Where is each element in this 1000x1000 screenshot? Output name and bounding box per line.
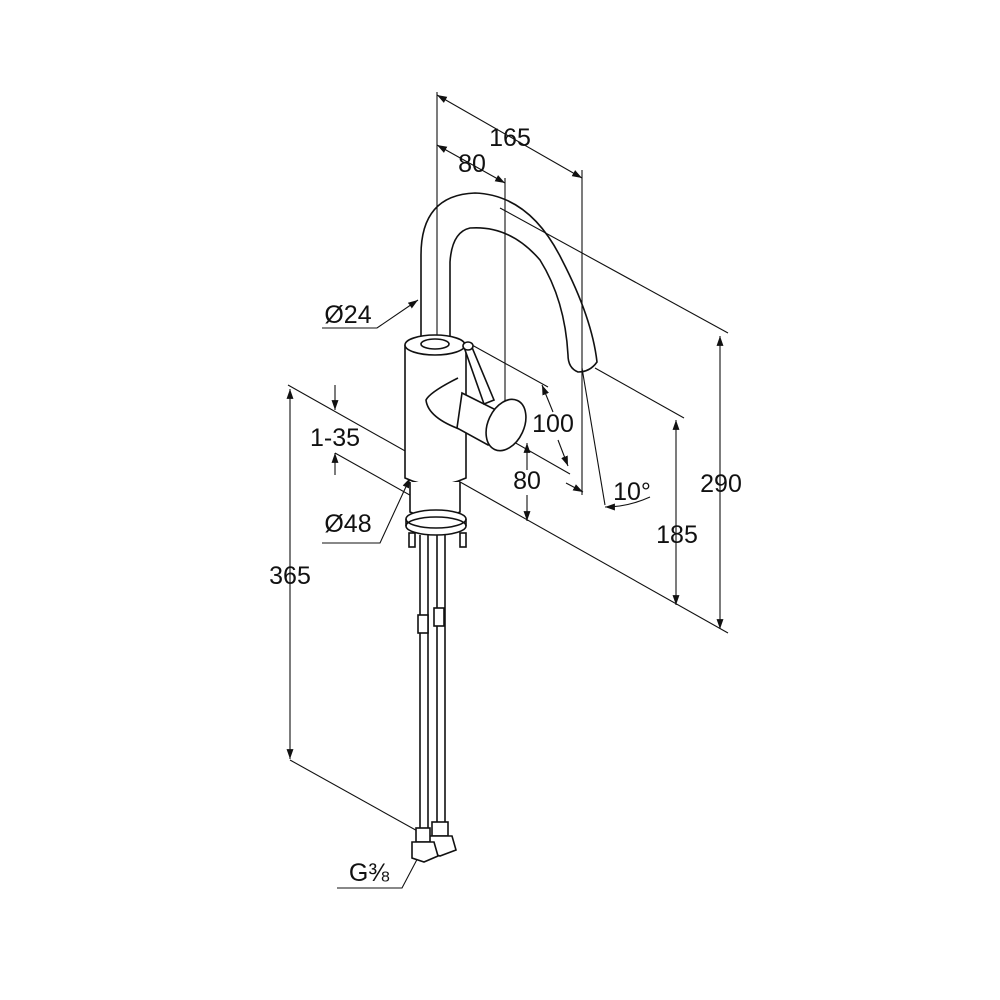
label-10deg: 10° (613, 478, 651, 506)
hoses (417, 535, 446, 830)
label-d24: Ø24 (324, 301, 371, 329)
label-185: 185 (656, 521, 698, 549)
label-1-35: 1-35 (310, 424, 360, 452)
label-100: 100 (532, 410, 574, 438)
label-d48: Ø48 (324, 510, 371, 538)
label-165: 165 (489, 124, 531, 152)
extension-lines (287, 92, 729, 839)
spout (420, 192, 598, 373)
label-80-top: 80 (458, 150, 486, 178)
dimension-lines (286, 94, 724, 889)
lever (462, 344, 496, 406)
label-290: 290 (700, 470, 742, 498)
connection-nuts (411, 821, 457, 863)
label-365: 365 (269, 562, 311, 590)
label-80-bottom: 80 (513, 467, 541, 495)
dimension-labels: 165 80 Ø24 100 1-35 80 10° 290 185 Ø48 3… (269, 124, 742, 887)
faucet (404, 192, 598, 863)
label-g38: G⅜ (349, 859, 389, 887)
